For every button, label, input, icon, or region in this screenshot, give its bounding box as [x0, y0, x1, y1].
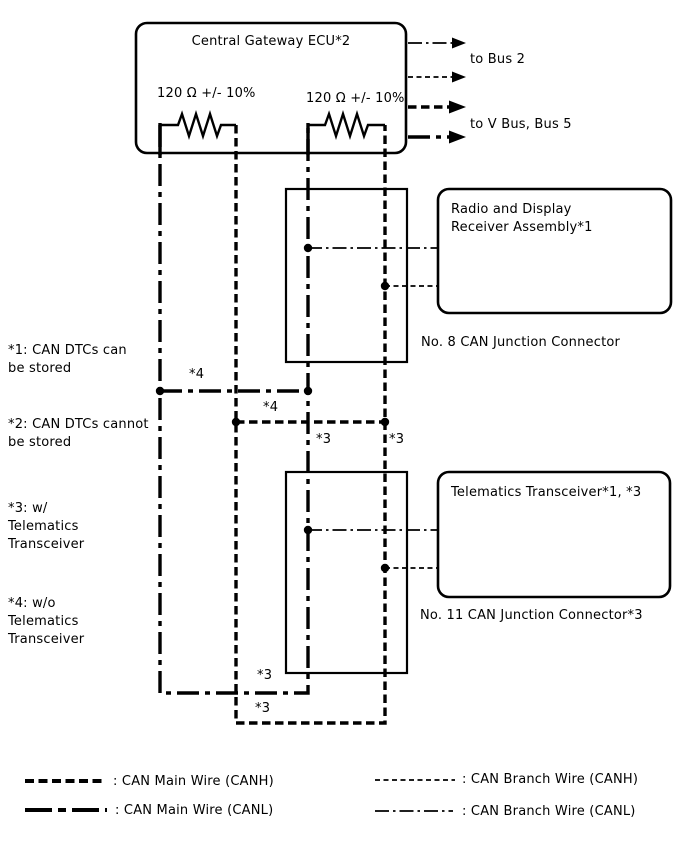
resistor-left-icon: [160, 110, 236, 140]
junction-dot: [303, 525, 313, 535]
wire-main-canl-loop: [158, 125, 310, 695]
ref-star3-canh-upper: *3: [389, 432, 405, 447]
junction-11-label: No. 11 CAN Junction Connector*3: [420, 608, 643, 623]
ref-star3-canl-lower: *3: [257, 668, 273, 683]
footnote-4: *4: w/o Telematics Transceiver: [8, 596, 85, 647]
arrowhead-icon: [452, 71, 466, 83]
central-gateway-ecu-box: [134, 21, 408, 155]
junction-dot: [155, 386, 165, 396]
radio-module-title: Radio and Display Receiver Assembly*1: [451, 202, 593, 235]
resistor-left-label: 120 Ω +/- 10%: [157, 86, 256, 101]
junction-dot: [380, 417, 390, 427]
junction-dot: [303, 243, 313, 253]
radio-display-receiver-box: [436, 187, 673, 315]
junction-dot: [231, 417, 241, 427]
resistor-right-label: 120 Ω +/- 10%: [306, 91, 405, 106]
ref-star3-canh-lower: *3: [255, 701, 271, 716]
junction-8-label: No. 8 CAN Junction Connector: [421, 335, 621, 350]
junction-dot: [303, 386, 313, 396]
footnote-1: *1: CAN DTCs can be stored: [8, 343, 127, 376]
ref-star3-canl-upper: *3: [316, 432, 332, 447]
ref-star4-canh: *4: [263, 400, 279, 415]
legend-label-main-canl: : CAN Main Wire (CANL): [115, 803, 274, 818]
legend-label-main-canh: : CAN Main Wire (CANH): [113, 774, 274, 789]
footnote-2: *2: CAN DTCs cannot be stored: [8, 417, 149, 450]
legend-label-branch-canl: : CAN Branch Wire (CANL): [462, 804, 636, 819]
vbus5-label: to V Bus, Bus 5: [470, 117, 572, 132]
resistor-right-icon: [308, 110, 385, 140]
ref-star4-canl: *4: [189, 367, 205, 382]
legend-label-branch-canh: : CAN Branch Wire (CANH): [462, 772, 639, 787]
junction-connector-11-box: [284, 470, 409, 675]
footnote-3: *3: w/ Telematics Transceiver: [8, 501, 85, 552]
arrowhead-icon: [449, 130, 466, 144]
bus2-label: to Bus 2: [470, 52, 526, 67]
junction-connector-8-box: [284, 187, 409, 364]
telematics-module-title: Telematics Transceiver*1, *3: [451, 485, 642, 500]
ecu-title: Central Gateway ECU*2: [191, 34, 351, 49]
junction-dot: [380, 281, 390, 291]
arrowhead-icon: [452, 37, 466, 49]
telematics-transceiver-box: [436, 470, 672, 599]
arrowhead-icon: [449, 100, 466, 114]
junction-dot: [380, 563, 390, 573]
